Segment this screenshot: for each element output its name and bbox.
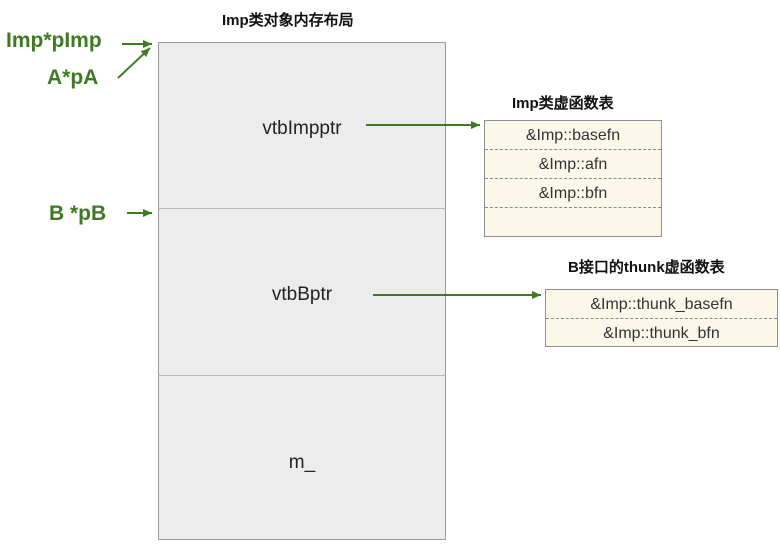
- field-m: m_: [288, 452, 316, 473]
- field-vtbimpptr: vtbImpptr: [262, 118, 342, 139]
- vtable-entry: &Imp::afn: [485, 150, 661, 179]
- imp-vtable-title: Imp类虚函数表: [512, 95, 614, 112]
- object-divider: [158, 208, 446, 209]
- vtable-entry: &Imp::thunk_bfn: [603, 325, 720, 342]
- b-thunk-vtable-title: B接口的thunk虚函数表: [568, 259, 725, 276]
- vtable-entry: &Imp::thunk_basefn: [546, 290, 777, 319]
- pointer-label-b: B *pB: [49, 202, 107, 225]
- layout-title: Imp类对象内存布局: [222, 12, 354, 29]
- vtable-entry: &Imp::basefn: [485, 121, 661, 150]
- object-divider: [158, 375, 446, 376]
- field-vtbbptr: vtbBptr: [271, 284, 333, 305]
- imp-vtable: &Imp::basefn &Imp::afn &Imp::bfn: [484, 120, 662, 237]
- arrow-a-ptr: [117, 47, 151, 79]
- pointer-label-imp: Imp*pImp: [6, 29, 102, 52]
- vtable-entry: &Imp::bfn: [485, 179, 661, 208]
- b-thunk-vtable: &Imp::thunk_basefn &Imp::thunk_bfn: [545, 289, 778, 347]
- pointer-label-a: A*pA: [47, 66, 99, 89]
